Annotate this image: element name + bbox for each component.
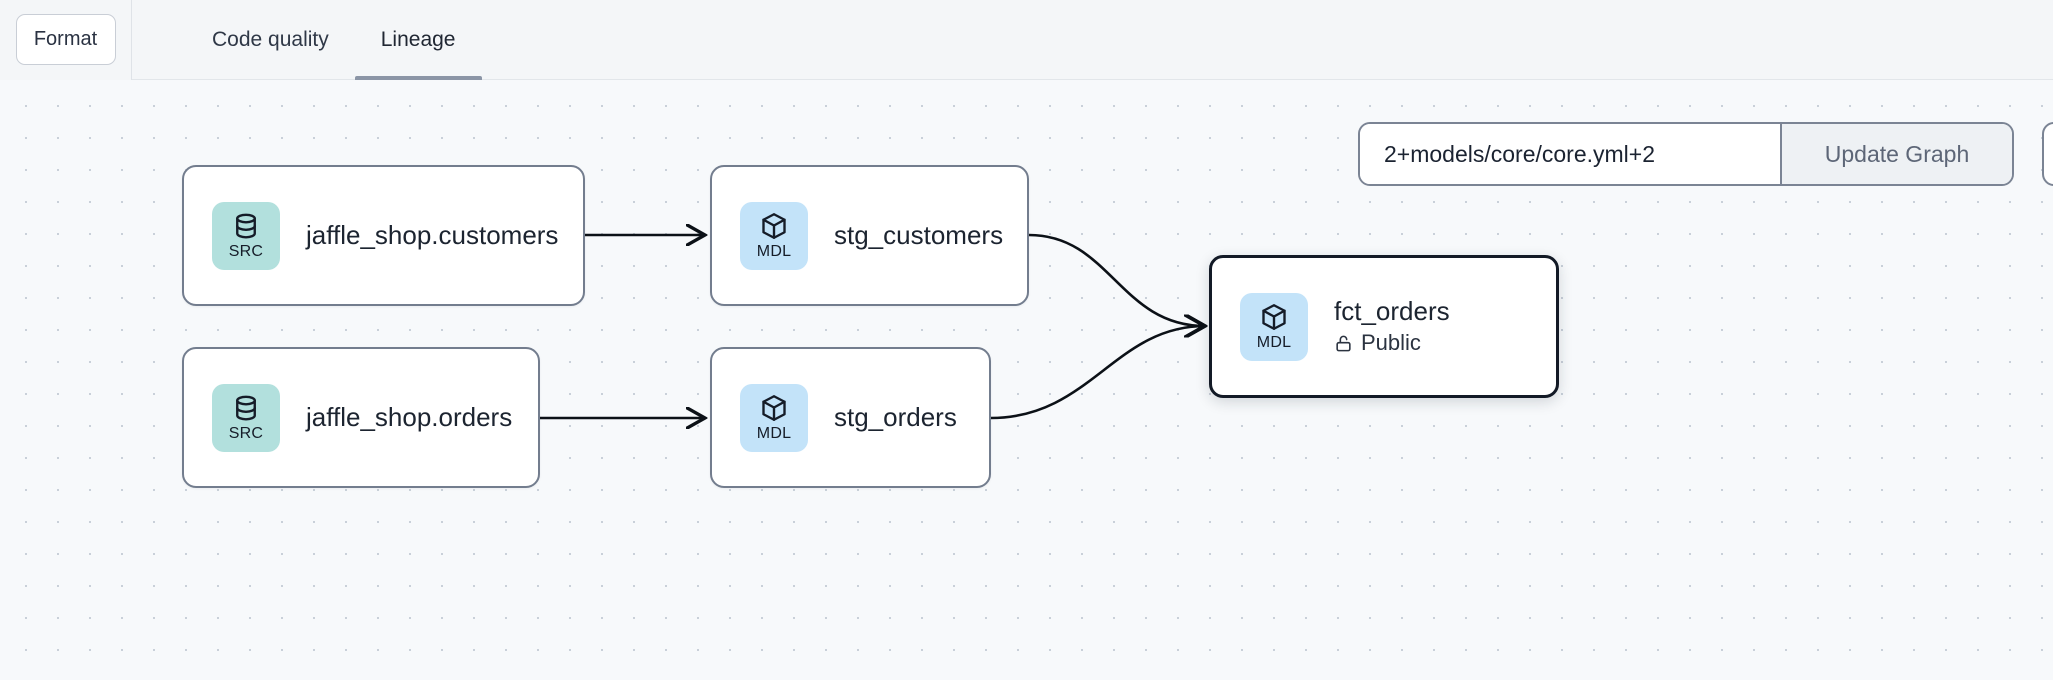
node-title: stg_customers [834, 219, 1004, 250]
model-badge: MDL [1240, 292, 1308, 361]
model-badge: MDL [740, 201, 808, 270]
node-title: jaffle_shop.orders [306, 401, 513, 432]
node-title: stg_orders [834, 401, 957, 432]
node-body: fct_orders Public [1334, 295, 1450, 357]
source-badge-label: SRC [228, 243, 264, 260]
graph-node-stg-orders[interactable]: MDL stg_orders [710, 347, 991, 488]
update-graph-button[interactable]: Update Graph [1780, 124, 2012, 184]
lineage-canvas[interactable]: SRC jaffle_shop.customers MDL stg_custom… [0, 80, 2053, 680]
model-badge-label: MDL [1256, 334, 1292, 351]
node-body: jaffle_shop.orders [306, 401, 513, 433]
edge-stg-orders-to-fct-orders [990, 326, 1205, 420]
tab-code-quality[interactable]: Code quality [212, 27, 329, 51]
tab-lineage[interactable]: Lineage [354, 0, 482, 80]
graph-filter-bar: Update Graph [1358, 122, 2014, 186]
overflow-control-panel[interactable] [2042, 122, 2053, 186]
node-title: fct_orders [1334, 295, 1450, 326]
model-badge: MDL [740, 383, 808, 452]
cube-icon [762, 395, 786, 421]
node-body: jaffle_shop.customers [306, 219, 559, 251]
format-zone: Format [0, 0, 132, 80]
graph-selector-input[interactable] [1360, 124, 1780, 184]
toolbar: Format Code quality Lineage [0, 0, 2053, 80]
unlock-icon [1336, 335, 1351, 352]
database-icon [236, 213, 256, 239]
graph-node-jaffle-shop-orders[interactable]: SRC jaffle_shop.orders [182, 347, 540, 488]
tab-bar: Code quality Lineage [132, 0, 482, 80]
database-icon [236, 395, 256, 421]
edge-stg-customers-to-fct-orders [1028, 233, 1205, 326]
source-badge: SRC [212, 383, 280, 452]
node-visibility-label: Public [1361, 330, 1421, 356]
node-body: stg_customers [834, 219, 1004, 251]
source-badge: SRC [212, 201, 280, 270]
node-visibility: Public [1334, 330, 1450, 356]
cube-icon [762, 213, 786, 239]
model-badge-label: MDL [756, 243, 792, 260]
graph-node-stg-customers[interactable]: MDL stg_customers [710, 165, 1029, 306]
model-badge-label: MDL [756, 425, 792, 442]
graph-node-fct-orders[interactable]: MDL fct_orders Public [1209, 255, 1559, 398]
source-badge-label: SRC [228, 425, 264, 442]
cube-icon [1262, 304, 1286, 330]
node-title: jaffle_shop.customers [306, 219, 559, 250]
format-button[interactable]: Format [15, 14, 116, 65]
node-body: stg_orders [834, 401, 957, 433]
graph-node-jaffle-shop-customers[interactable]: SRC jaffle_shop.customers [182, 165, 585, 306]
